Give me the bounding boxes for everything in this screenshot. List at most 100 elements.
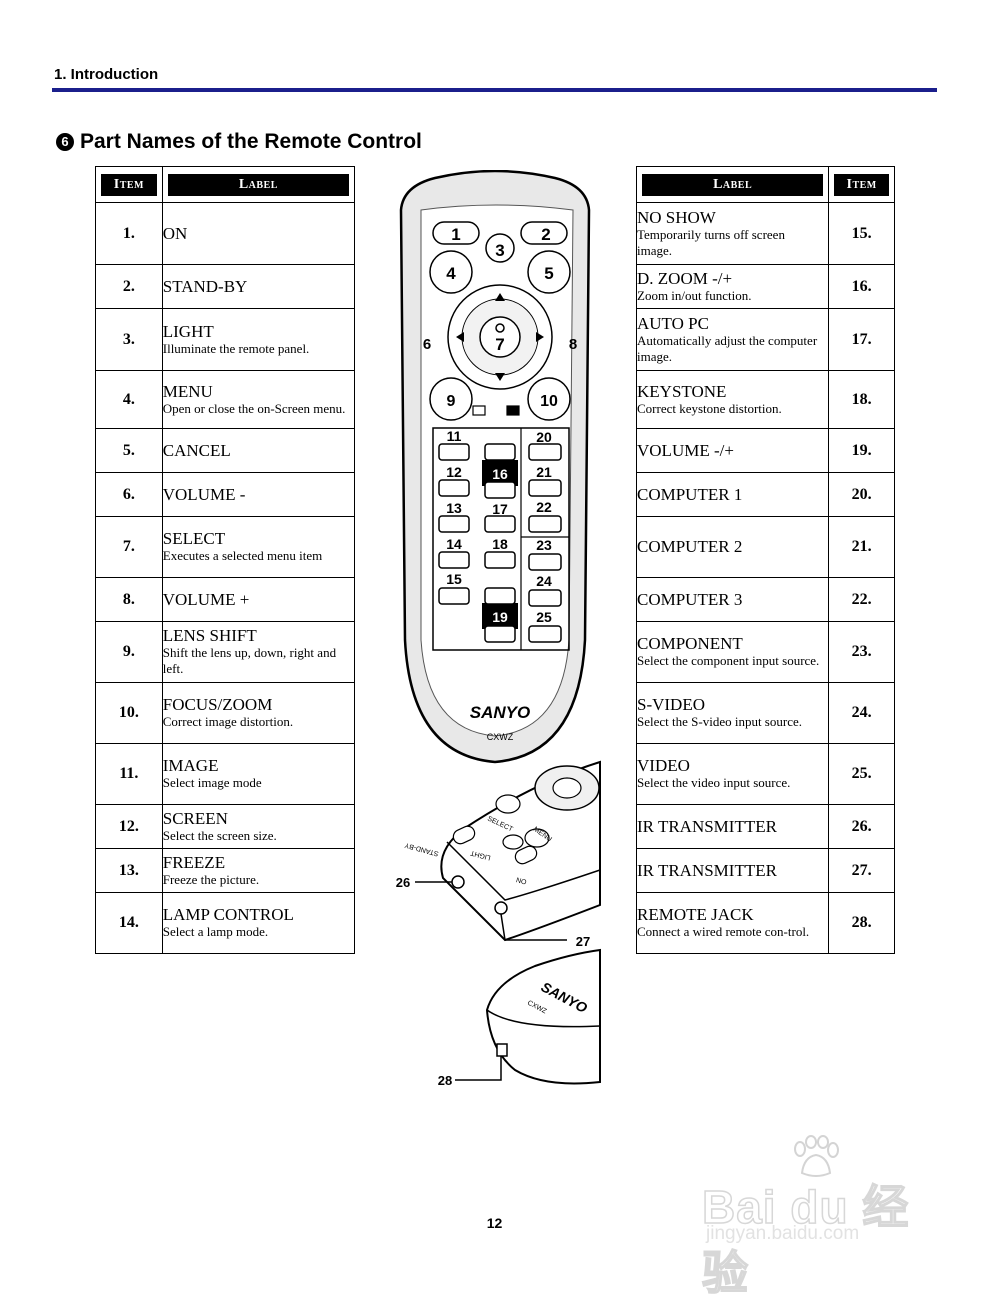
on-button (432, 221, 480, 245)
label-header-cell: Label (161, 166, 356, 203)
part-name: SELECT (162, 529, 226, 548)
part-description: Select the S-video input source. (637, 714, 802, 729)
callout-27: 27 (576, 934, 590, 949)
select-button (479, 316, 521, 358)
part-description: Illuminate the remote panel. (162, 340, 310, 356)
item-header-cell: Item (828, 166, 895, 203)
callout-16: 16 (492, 466, 508, 482)
computer3-button (528, 515, 562, 533)
part-name: S-VIDEO (637, 695, 705, 714)
item-number: 20. (828, 472, 895, 517)
part-label-cell: VOLUME + (161, 577, 356, 622)
part-name: LIGHT (162, 321, 214, 341)
part-label-cell: ON (161, 202, 356, 265)
part-name: VOLUME + (162, 589, 250, 609)
item-number: 6. (95, 472, 163, 517)
item-number: 5. (95, 428, 163, 473)
title-text: Part Names of the Remote Control (80, 130, 422, 153)
callout-1: 1 (451, 225, 460, 244)
part-name: LENS SHIFT (162, 626, 257, 645)
side-light-button (502, 834, 524, 850)
table-row: 5.CANCEL (95, 428, 356, 473)
part-name: MENU (162, 381, 213, 401)
part-label-cell: STAND-BY (161, 264, 356, 309)
callout-2: 2 (541, 225, 550, 244)
remote-brand: SANYO (470, 703, 530, 722)
callout-26: 26 (396, 875, 410, 890)
focus-zoom-button (527, 377, 571, 421)
ir-transmitter-27 (494, 901, 508, 915)
side-label-on: ON (516, 875, 528, 884)
callout-4: 4 (446, 264, 456, 283)
remote-bottom-view (485, 948, 601, 1085)
item-number: 2. (95, 264, 163, 309)
grid-buttons (438, 443, 562, 643)
part-name: COMPUTER 1 (637, 484, 743, 504)
item-number: 22. (828, 577, 895, 622)
part-label-cell: VOLUME - (161, 472, 356, 517)
part-description: Automatically adjust the computer image. (637, 332, 818, 364)
part-name: LAMP CONTROL (162, 905, 294, 924)
table-row: 6.VOLUME - (95, 472, 356, 517)
side-select-button (495, 794, 521, 814)
freeze-button (438, 515, 470, 533)
part-label-cell: D. ZOOM -/+Zoom in/out function. (635, 264, 830, 309)
item-number: 17. (828, 308, 895, 371)
side-label-stand-by: STAND-BY (404, 841, 440, 857)
part-label-cell: CANCEL (161, 428, 356, 473)
no-show-button (438, 587, 470, 605)
part-name: IMAGE (162, 756, 219, 775)
up-arrow-icon (495, 293, 505, 301)
part-description: Select the component input source. (637, 653, 820, 668)
item-number: 3. (95, 308, 163, 371)
part-name: SCREEN (162, 808, 228, 828)
item-header: Item (101, 173, 157, 196)
menu-button (429, 250, 473, 294)
callout-7: 7 (495, 335, 504, 354)
cancel-button (527, 250, 571, 294)
part-name: FREEZE (162, 852, 226, 872)
item-number: 10. (95, 682, 163, 744)
callout-28: 28 (438, 1073, 452, 1088)
item-number: 9. (95, 621, 163, 683)
part-description: Open or close the on-Screen menu. (162, 400, 346, 416)
part-description: Correct keystone distortion. (637, 400, 782, 416)
item-number: 12. (95, 804, 163, 849)
part-description: Select the video input source. (637, 775, 791, 790)
right-arrow-icon (536, 332, 544, 342)
label-header: Label (167, 173, 349, 196)
part-label-cell: COMPUTER 1 (635, 472, 830, 517)
image-button (438, 443, 470, 461)
lamp-control-button (438, 551, 470, 569)
item-number: 27. (828, 848, 895, 893)
auto-pc-button (484, 515, 516, 533)
table-row: 2.STAND-BY (95, 264, 356, 309)
callout-6: 6 (423, 336, 431, 353)
part-name: VIDEO (637, 756, 690, 775)
remote-jack (496, 1043, 508, 1057)
part-name: ON (162, 223, 188, 243)
video-button (528, 625, 562, 643)
page-number: 12 (486, 1215, 503, 1231)
callout-13: 13 (446, 500, 462, 516)
callout-24: 24 (536, 573, 552, 589)
zoom-icon (506, 405, 520, 416)
table-row: VOLUME -/+19. (635, 428, 895, 473)
